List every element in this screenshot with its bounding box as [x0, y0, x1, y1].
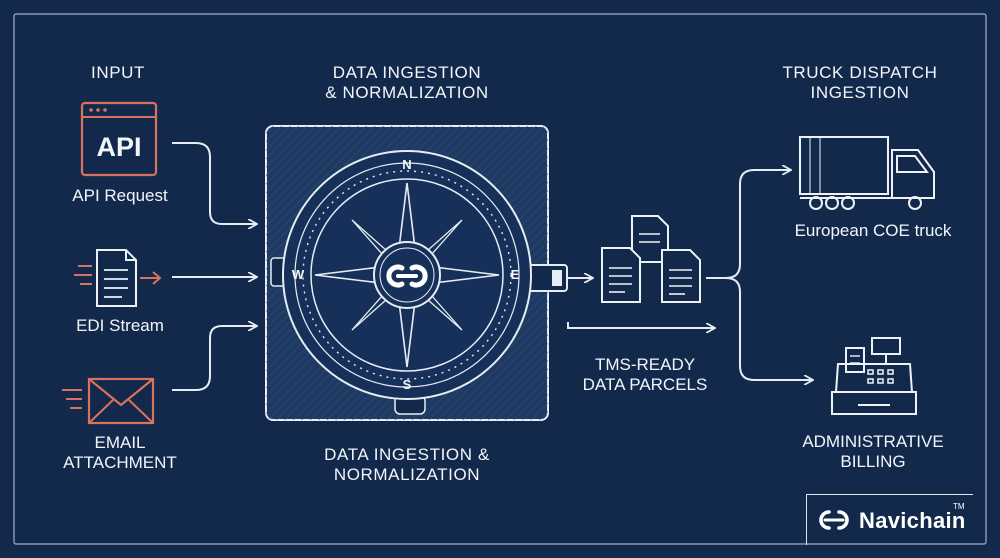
api-request-label: API Request [72, 186, 168, 205]
email-flow-arrow [172, 326, 256, 391]
email-envelope-icon [62, 377, 155, 425]
navichain-logo-icon [819, 510, 849, 530]
truck-caption: European COE truck [794, 221, 952, 240]
input-header: INPUT [91, 63, 145, 82]
ingestion-header: DATA INGESTION & NORMALIZATION [325, 63, 489, 103]
brand-trademark: TM [953, 502, 965, 511]
api-flow-arrow [172, 142, 256, 224]
compass-east: E [510, 267, 520, 282]
brand-badge: Navichain TM [806, 494, 973, 545]
compass-north: N [402, 157, 412, 172]
billing-branch-arrow [725, 277, 812, 380]
brand-name: Navichain [859, 508, 966, 533]
truck-icon [799, 136, 935, 210]
email-attachment-label: EMAIL ATTACHMENT [63, 433, 177, 473]
link-logo-icon [386, 264, 428, 288]
api-badge: API [96, 132, 142, 162]
edi-stream-label: EDI Stream [76, 316, 164, 335]
parcels-caption: TMS-READY DATA PARCELS [582, 355, 708, 395]
parcels-flow-arrow [567, 322, 714, 328]
data-parcels-icon [601, 215, 701, 303]
compass-west: W [291, 267, 305, 282]
cash-register-icon [831, 337, 917, 415]
compass-south: S [402, 377, 412, 392]
api-window-icon [80, 101, 158, 177]
dispatch-branch-arrow [706, 170, 790, 279]
outer-frame [13, 13, 987, 545]
ingestion-caption: DATA INGESTION & NORMALIZATION [324, 445, 490, 485]
billing-caption: ADMINISTRATIVE BILLING [802, 432, 944, 472]
dispatch-header: TRUCK DISPATCH INGESTION [782, 63, 938, 103]
edi-document-icon [74, 249, 162, 307]
